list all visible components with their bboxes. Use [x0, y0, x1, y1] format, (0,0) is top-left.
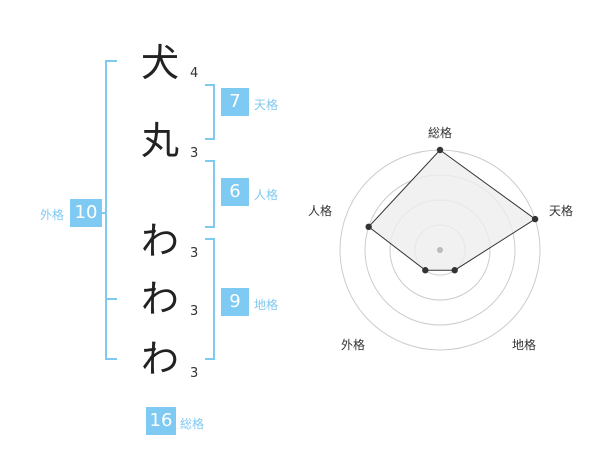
radar-point-5 — [365, 223, 372, 231]
jinkaku-label: 人格 — [254, 188, 279, 202]
radar-point-3 — [451, 267, 458, 274]
radar-point-4 — [422, 267, 429, 274]
stroke-count-2: 3 — [190, 146, 199, 161]
radar-label-jinkaku: 人格 — [308, 204, 333, 218]
radar-label-tenkaku: 天格 — [549, 204, 574, 218]
name-char-4: わ — [140, 277, 179, 321]
tenkaku-label: 天格 — [254, 98, 279, 112]
radar-center — [437, 247, 443, 253]
name-char-5: わ — [140, 337, 179, 381]
jinkaku-value: 6 — [221, 178, 249, 206]
radar-label-chikaku: 地格 — [512, 338, 537, 352]
stroke-count-4: 3 — [190, 304, 199, 319]
stroke-count-1: 4 — [190, 66, 199, 81]
name-char-3: わ — [140, 219, 179, 263]
radar-point-1 — [436, 146, 444, 154]
stroke-count-5: 3 — [190, 366, 199, 381]
radar-label-gaikaku: 外格 — [341, 338, 366, 352]
radar-area — [367, 149, 536, 271]
gaikaku-label: 外格 — [40, 208, 65, 222]
radar-label-soukaku: 総格 — [428, 126, 453, 140]
chikaku-value: 9 — [221, 288, 249, 316]
soukaku-label: 総格 — [180, 417, 205, 431]
stroke-count-3: 3 — [190, 246, 199, 261]
name-char-2: 丸 — [140, 119, 179, 163]
radar-point-2 — [531, 215, 539, 223]
tenkaku-value: 7 — [221, 88, 249, 116]
chikaku-label: 地格 — [254, 298, 279, 312]
gaikaku-value: 10 — [70, 199, 102, 227]
soukaku-value: 16 — [146, 407, 176, 435]
name-char-1: 犬 — [140, 41, 179, 85]
